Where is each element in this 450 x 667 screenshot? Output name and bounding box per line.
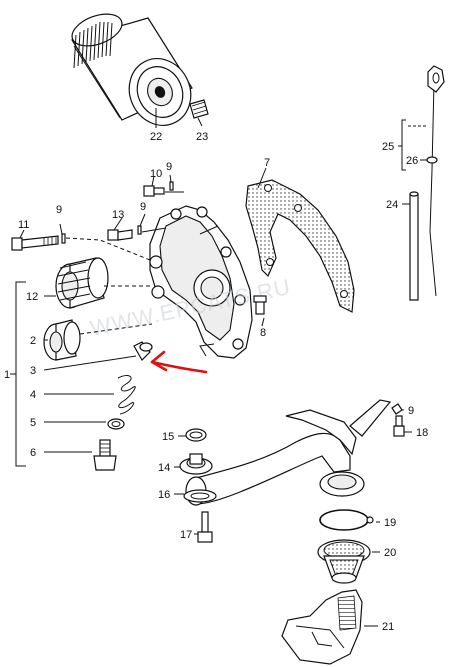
callout-15: 15: [162, 431, 174, 443]
callout-7: 7: [264, 157, 270, 169]
callout-24: 24: [386, 199, 398, 211]
callout-19: 19: [384, 517, 396, 529]
oil-pickup-tube: [185, 399, 392, 506]
callout-17: 17: [180, 529, 192, 541]
washer-9-mid: [137, 225, 142, 235]
shaft-seal-2: [43, 319, 81, 361]
callout-12: 12: [26, 291, 38, 303]
oil-filter: [71, 13, 193, 126]
bolt-18: [393, 415, 405, 437]
dipstick-25: [426, 65, 445, 297]
gasket-16: [183, 489, 217, 503]
callout-6: 6: [30, 447, 36, 459]
red-arrow-icon: [150, 350, 208, 374]
callout-23: 23: [196, 131, 208, 143]
baffle-plate-21: [281, 589, 363, 665]
washer-9-top: [169, 181, 174, 191]
oil-pump-housing: [149, 205, 253, 359]
bolt-8: [253, 295, 267, 315]
callout-11: 11: [18, 219, 29, 231]
callout-1: 1: [4, 369, 10, 381]
bolt-11: [11, 235, 59, 251]
callout-21: 21: [382, 621, 394, 633]
flange-14: [179, 453, 213, 475]
callout-9-left: 9: [56, 204, 62, 216]
washer-9-right: [391, 403, 403, 415]
oil-strainer-20: [317, 539, 371, 584]
threaded-fitting: [189, 99, 209, 119]
callout-13: 13: [112, 209, 124, 221]
callout-9-top: 9: [166, 161, 172, 173]
callout-18: 18: [416, 427, 428, 439]
callout-3: 3: [30, 365, 36, 377]
o-ring-15: [185, 428, 207, 442]
washer-5: [107, 418, 125, 430]
callout-16: 16: [158, 489, 170, 501]
valve-piston-3: [133, 341, 153, 361]
callout-9-mid: 9: [140, 201, 146, 213]
bolt-10: [143, 185, 165, 197]
bolt-17: [197, 511, 213, 543]
callout-4: 4: [30, 389, 36, 401]
circlip-19: [319, 509, 374, 531]
callout-5: 5: [30, 417, 36, 429]
callout-22: 22: [150, 131, 162, 143]
callout-26: 26: [406, 155, 418, 167]
callout-2: 2: [30, 335, 36, 347]
callout-9-right: 9: [408, 405, 414, 417]
callout-labels: 22 23 7 9 10 9 11 9 13 12 8 2 3 1 4 5 6 …: [4, 131, 428, 633]
callout-8: 8: [260, 327, 266, 339]
pump-gasket: [245, 179, 355, 313]
dipstick-tube-24: [409, 191, 419, 301]
washer-9-left: [61, 233, 66, 244]
plug-6: [93, 439, 117, 471]
callout-20: 20: [384, 547, 396, 559]
callout-25: 25: [382, 141, 394, 153]
drive-gear-12: [55, 257, 109, 309]
spring-4: [117, 375, 136, 415]
callout-14: 14: [158, 462, 170, 474]
callout-10: 10: [150, 168, 162, 180]
bolt-13: [107, 229, 133, 241]
